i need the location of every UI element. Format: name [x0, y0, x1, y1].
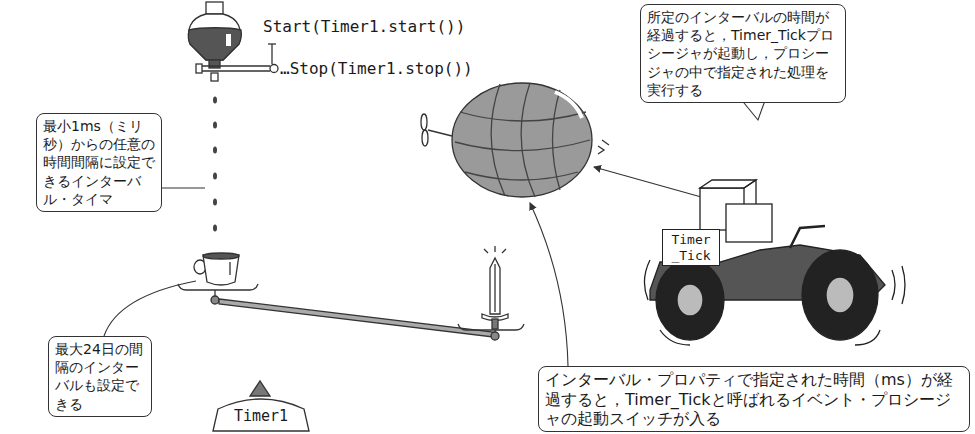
node-text: インターバル・プロパティで指定された時間（ms）が経過すると，Timer_Tic…	[545, 370, 963, 428]
node-text: Timer _Tick	[666, 232, 716, 263]
node-text: 最大24日の間隔のインターバルも設定できる	[55, 340, 145, 413]
callout-box: インターバル・プロパティで指定された時間（ms）が経過すると，Timer_Tic…	[538, 366, 970, 432]
event-box: Timer _Tick	[662, 229, 720, 266]
callout-box: 最大24日の間隔のインターバルも設定できる	[48, 336, 152, 417]
method-label: …Stop(Timer1.stop())	[279, 59, 474, 78]
drops	[213, 97, 217, 232]
drip-bottle	[188, 2, 278, 81]
balance-base: Timer1	[212, 395, 310, 432]
vehicle	[644, 180, 905, 345]
node-text: 所定のインターバルの時間が経過すると，Timer_Tickプロシージャが起動し，…	[647, 8, 839, 99]
method-label: Start(Timer1.start())	[262, 17, 466, 36]
callout-box: 最小1ms（ミリ秒）からの任意の時間間隔に設定できるインターバル・タイマ	[36, 113, 162, 212]
cup	[178, 253, 258, 304]
node-text: Timer1	[212, 407, 310, 425]
leader-lines	[104, 92, 768, 366]
sword	[458, 246, 524, 340]
balloon	[421, 83, 609, 197]
node-text: 最小1ms（ミリ秒）からの任意の時間間隔に設定できるインターバル・タイマ	[43, 117, 155, 208]
callout-box: 所定のインターバルの時間が経過すると，Timer_Tickプロシージャが起動し，…	[640, 4, 846, 103]
balance	[219, 299, 493, 396]
